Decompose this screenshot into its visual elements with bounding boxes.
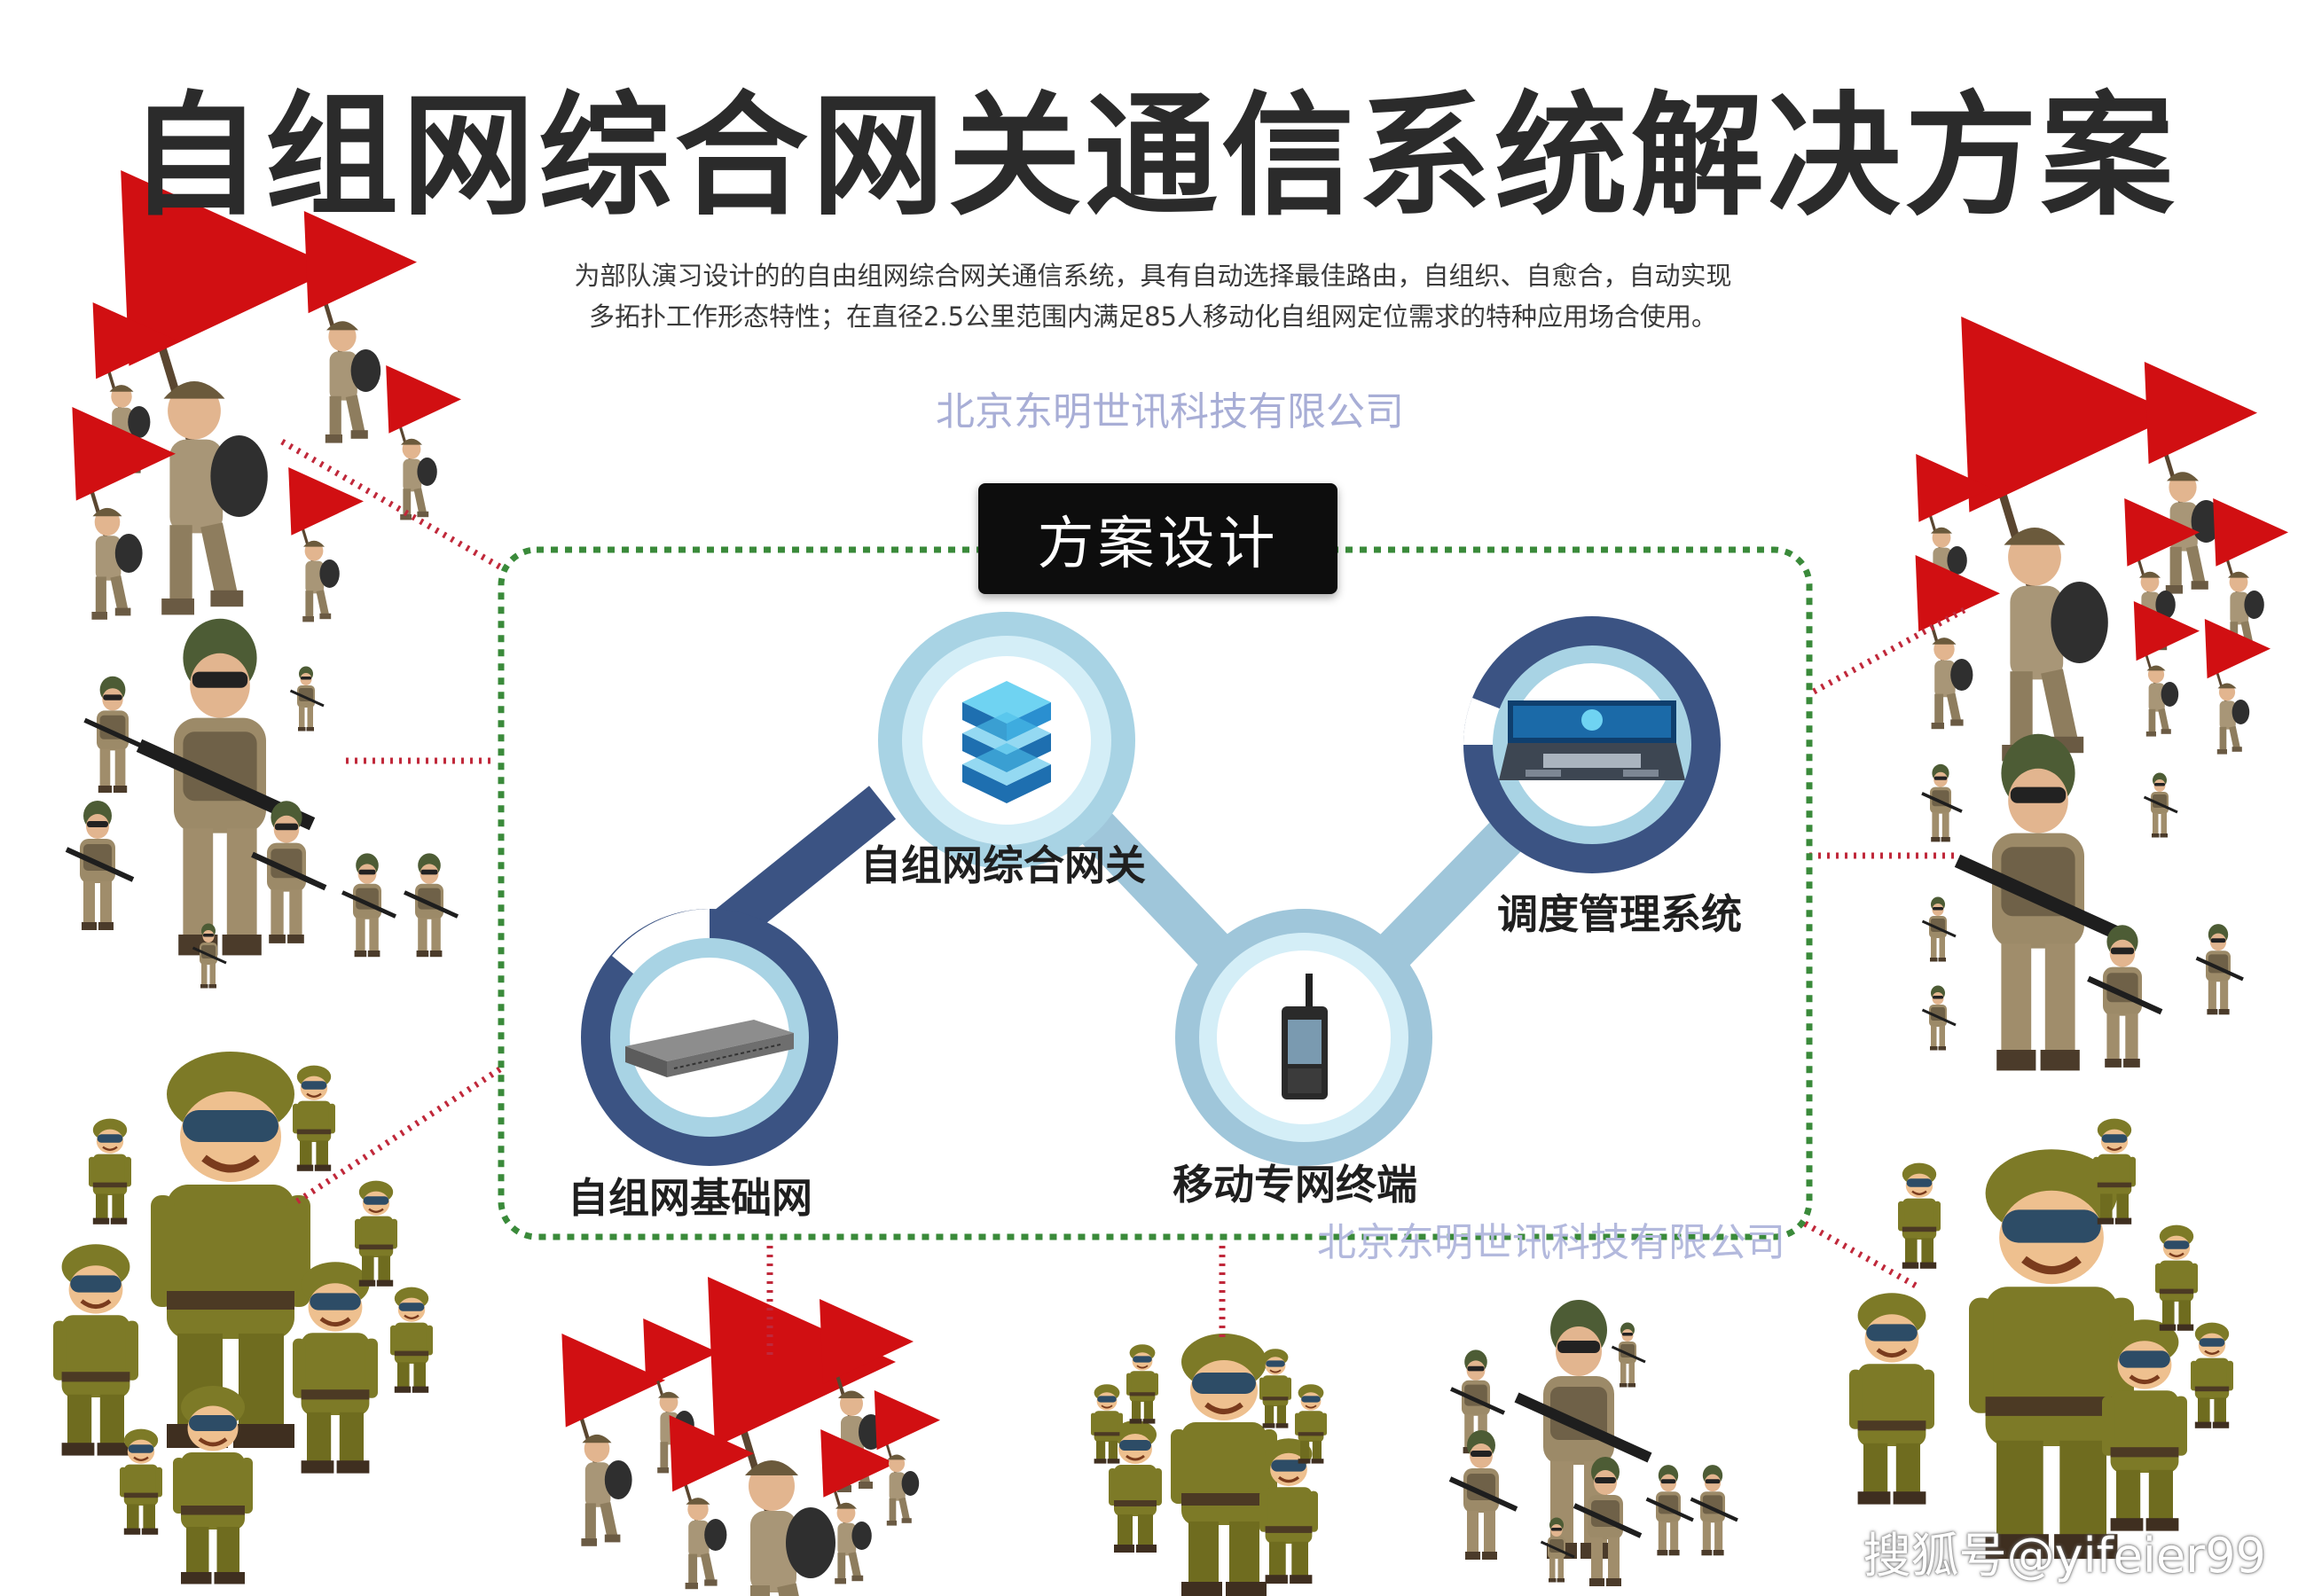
dispatch-system-node bbox=[1463, 616, 1721, 873]
connector-lines bbox=[280, 438, 1971, 1357]
dispatch-system-label: 调度管理系统 bbox=[1497, 890, 1742, 938]
flag-soldier-group-bottom bbox=[561, 1277, 942, 1596]
plan-design-badge: 方案设计 bbox=[978, 483, 1337, 594]
mobile-terminal-label: 移动专网终端 bbox=[1173, 1161, 1417, 1209]
description-line-2: 多拓扑工作形态特性；在直径2.5公里范围内满足85人移动化自组网定位需求的特种应… bbox=[588, 301, 1718, 332]
base-network-node bbox=[581, 909, 838, 1166]
plan-design-label: 方案设计 bbox=[1037, 511, 1279, 577]
description-line-1: 为部队演习设计的的自由组网综合网关通信系统，具有自动选择最佳路由，自组织、自愈合… bbox=[574, 261, 1732, 291]
cartoon-soldier-group-bottom bbox=[1090, 1334, 1328, 1596]
gateway-node bbox=[878, 612, 1135, 869]
solution-frame bbox=[498, 546, 1813, 1240]
footer-credit: 搜狐号@yifeier99 bbox=[1863, 1528, 2266, 1584]
rack-device-icon bbox=[625, 1020, 794, 1077]
cartoon-soldier-group-left bbox=[53, 1052, 435, 1584]
rifle-soldier-group-bottom bbox=[1450, 1300, 1737, 1586]
watermark-bottom: 北京东明世讯科技有限公司 bbox=[1317, 1220, 1785, 1265]
rifle-soldier-group-left bbox=[67, 619, 458, 990]
handheld-radio-icon bbox=[1282, 974, 1328, 1099]
base-network-label: 自组网基础网 bbox=[568, 1174, 812, 1222]
server-stack-icon bbox=[962, 681, 1051, 803]
page-title: 自组网综合网关通信系统解决方案 bbox=[128, 80, 2177, 234]
mobile-terminal-node bbox=[1175, 909, 1432, 1166]
flag-soldier-group-right bbox=[1913, 317, 2290, 761]
control-room-icon bbox=[1499, 700, 1685, 780]
watermark-top: 北京东明世讯科技有限公司 bbox=[936, 389, 1404, 434]
gateway-label: 自组网综合网关 bbox=[860, 841, 1146, 889]
cartoon-soldier-group-right bbox=[1849, 1117, 2235, 1560]
rifle-soldier-group-right bbox=[1920, 734, 2243, 1071]
